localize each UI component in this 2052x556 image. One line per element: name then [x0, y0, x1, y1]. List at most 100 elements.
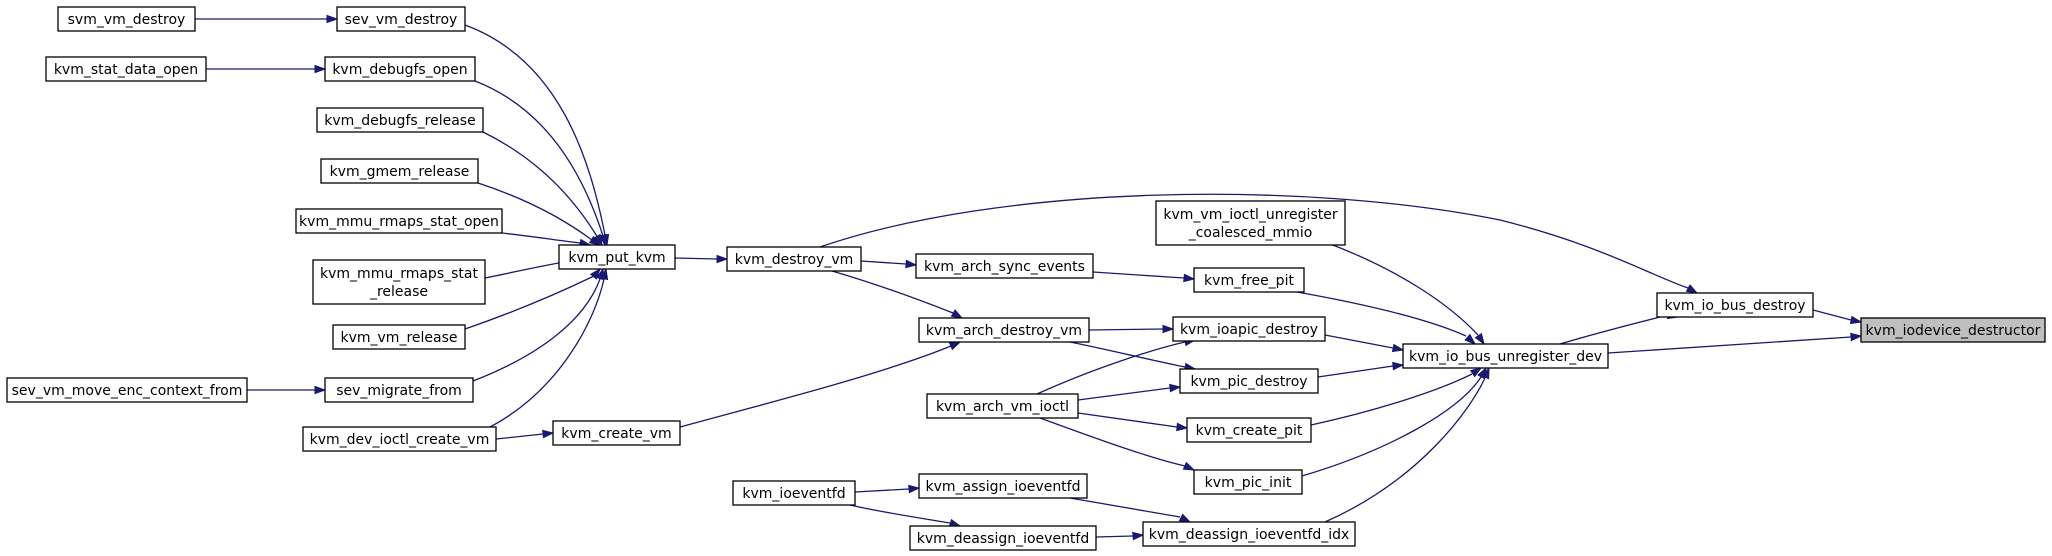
edge-kvm_ioeventfd-to-kvm_assign_ioeventfd — [854, 484, 921, 494]
node-kvm_mmu_rmaps_stat_open[interactable]: kvm_mmu_rmaps_stat_open — [295, 208, 503, 234]
node-label: kvm_deassign_ioeventfd_idx — [1149, 527, 1350, 543]
edge-kvm_pic_destroy-to-kvm_io_bus_unregister_dev — [1317, 361, 1405, 378]
edge-line — [679, 345, 952, 428]
edge-line — [501, 232, 581, 244]
node-label: sev_migrate_from — [336, 383, 462, 399]
node-kvm_deassign_ioeventfd[interactable]: kvm_deassign_ioeventfd — [909, 525, 1097, 551]
node-kvm_arch_sync_events[interactable]: kvm_arch_sync_events — [915, 253, 1094, 279]
node-label: kvm_free_pit — [1204, 273, 1294, 289]
edge-kvm_arch_vm_ioctl-to-kvm_pic_init — [1039, 417, 1196, 471]
arrowhead — [1182, 461, 1196, 471]
node-sev_vm_move_enc_context_from[interactable]: sev_vm_move_enc_context_from — [6, 377, 248, 403]
node-sev_vm_destroy[interactable]: sev_vm_destroy — [336, 6, 466, 32]
node-box — [1155, 200, 1346, 246]
node-kvm_deassign_ioeventfd_idx[interactable]: kvm_deassign_ioeventfd_idx — [1142, 521, 1356, 547]
edge-kvm_dev_ioctl_create_vm-to-kvm_create_vm — [495, 429, 555, 440]
node-label: kvm_gmem_release — [330, 164, 470, 180]
node-kvm_dev_ioctl_create_vm[interactable]: kvm_dev_ioctl_create_vm — [302, 426, 497, 452]
node-sev_migrate_from[interactable]: sev_migrate_from — [324, 377, 474, 403]
edge-line — [854, 488, 910, 493]
edge-line — [1092, 271, 1185, 279]
node-kvm_create_vm[interactable]: kvm_create_vm — [552, 420, 681, 446]
node-kvm_gmem_release[interactable]: kvm_gmem_release — [320, 158, 479, 184]
arrowhead — [905, 259, 918, 269]
node-kvm_pic_init[interactable]: kvm_pic_init — [1193, 469, 1303, 495]
node-kvm_ioeventfd[interactable]: kvm_ioeventfd — [732, 480, 856, 506]
node-svm_vm_destroy[interactable]: svm_vm_destroy — [57, 6, 196, 32]
edge-line — [1559, 314, 1669, 345]
node-kvm_arch_vm_ioctl[interactable]: kvm_arch_vm_ioctl — [926, 393, 1079, 419]
node-kvm_stat_data_open[interactable]: kvm_stat_data_open — [45, 56, 207, 82]
node-box — [1193, 469, 1303, 495]
node-label: kvm_put_kvm — [568, 250, 665, 266]
node-kvm_pic_destroy[interactable]: kvm_pic_destroy — [1179, 368, 1319, 394]
node-box — [732, 480, 856, 506]
node-kvm_ioapic_destroy[interactable]: kvm_ioapic_destroy — [1172, 316, 1326, 342]
edge-line — [1324, 377, 1486, 523]
node-kvm_mmu_rmaps_stat_release[interactable]: kvm_mmu_rmaps_stat_release — [312, 259, 486, 305]
node-label: svm_vm_destroy — [68, 12, 186, 28]
node-box — [336, 6, 466, 32]
arrowhead — [542, 429, 555, 439]
node-kvm_io_bus_destroy[interactable]: kvm_io_bus_destroy — [1656, 292, 1814, 318]
node-kvm_vm_ioctl_unregister_coalesced_mmio[interactable]: kvm_vm_ioctl_unregister_coalesced_mmio — [1155, 200, 1346, 246]
edge-line — [1607, 336, 1852, 354]
node-box — [1179, 368, 1319, 394]
node-box — [726, 246, 862, 272]
edge-kvm_assign_ioeventfd-to-kvm_deassign_ioeventfd_idx — [1069, 497, 1192, 523]
edge-line — [477, 182, 593, 241]
node-kvm_arch_destroy_vm[interactable]: kvm_arch_destroy_vm — [918, 317, 1090, 343]
node-label: kvm_arch_sync_events — [924, 259, 1085, 275]
arrowhead — [1464, 333, 1477, 345]
node-box — [320, 158, 479, 184]
node-kvm_free_pit[interactable]: kvm_free_pit — [1193, 267, 1305, 293]
edge-line — [1069, 497, 1181, 518]
node-box — [302, 426, 497, 452]
edge-sev_migrate_from-to-kvm_put_kvm — [472, 267, 605, 382]
node-label: sev_vm_move_enc_context_from — [12, 383, 243, 399]
edge-line — [489, 278, 605, 428]
node-label: kvm_io_bus_unregister_dev — [1409, 349, 1602, 365]
edge-kvm_dev_ioctl_create_vm-to-kvm_put_kvm — [489, 267, 609, 428]
arrowhead — [1685, 284, 1699, 294]
arrowhead — [1183, 273, 1196, 283]
node-box — [1193, 267, 1305, 293]
node-kvm_debugfs_open[interactable]: kvm_debugfs_open — [324, 56, 476, 82]
arrowhead — [950, 309, 964, 319]
node-box — [909, 525, 1097, 551]
node-label: kvm_ioapic_destroy — [1180, 322, 1318, 338]
edge-kvm_put_kvm-to-kvm_destroy_vm — [674, 254, 729, 264]
node-kvm_debugfs_release[interactable]: kvm_debugfs_release — [316, 107, 484, 133]
arrowhead — [908, 484, 921, 494]
node-kvm_put_kvm[interactable]: kvm_put_kvm — [558, 244, 676, 270]
arrowhead — [1391, 343, 1405, 353]
node-kvm_assign_ioeventfd[interactable]: kvm_assign_ioeventfd — [918, 473, 1088, 499]
node-box — [45, 56, 207, 82]
edge-kvm_ioapic_destroy-to-kvm_io_bus_unregister_dev — [1324, 334, 1405, 353]
node-label: kvm_dev_ioctl_create_vm — [310, 432, 490, 448]
node-kvm_iodevice_destructor[interactable]: kvm_iodevice_destructor — [1860, 317, 2046, 343]
node-label: kvm_vm_ioctl_unregister — [1163, 207, 1337, 223]
node-kvm_vm_release[interactable]: kvm_vm_release — [332, 324, 466, 350]
node-label: kvm_mmu_rmaps_stat — [320, 266, 478, 282]
edge-line — [1812, 309, 1852, 321]
node-label: kvm_destroy_vm — [735, 252, 854, 268]
node-label: kvm_pic_destroy — [1190, 374, 1307, 390]
edge-line — [1301, 376, 1482, 477]
arrowhead — [314, 385, 327, 395]
node-label: kvm_iodevice_destructor — [1866, 323, 2041, 339]
edge-line — [1069, 341, 1186, 368]
node-label: kvm_arch_destroy_vm — [926, 323, 1082, 339]
edge-kvm_ioeventfd-to-kvm_deassign_ioeventfd — [849, 504, 962, 528]
node-kvm_destroy_vm[interactable]: kvm_destroy_vm — [726, 246, 862, 272]
edge-kvm_arch_vm_ioctl-to-kvm_pic_destroy — [1077, 383, 1182, 401]
edge-kvm_io_bus_destroy-to-kvm_iodevice_destructor — [1812, 309, 1863, 325]
node-box — [324, 56, 476, 82]
node-kvm_io_bus_unregister_dev[interactable]: kvm_io_bus_unregister_dev — [1402, 343, 1609, 369]
edge-line — [819, 193, 1689, 289]
node-label: kvm_mmu_rmaps_stat_open — [299, 214, 499, 230]
node-box — [324, 377, 474, 403]
edge-line — [1324, 241, 1479, 336]
node-kvm_create_pit[interactable]: kvm_create_pit — [1186, 417, 1312, 443]
